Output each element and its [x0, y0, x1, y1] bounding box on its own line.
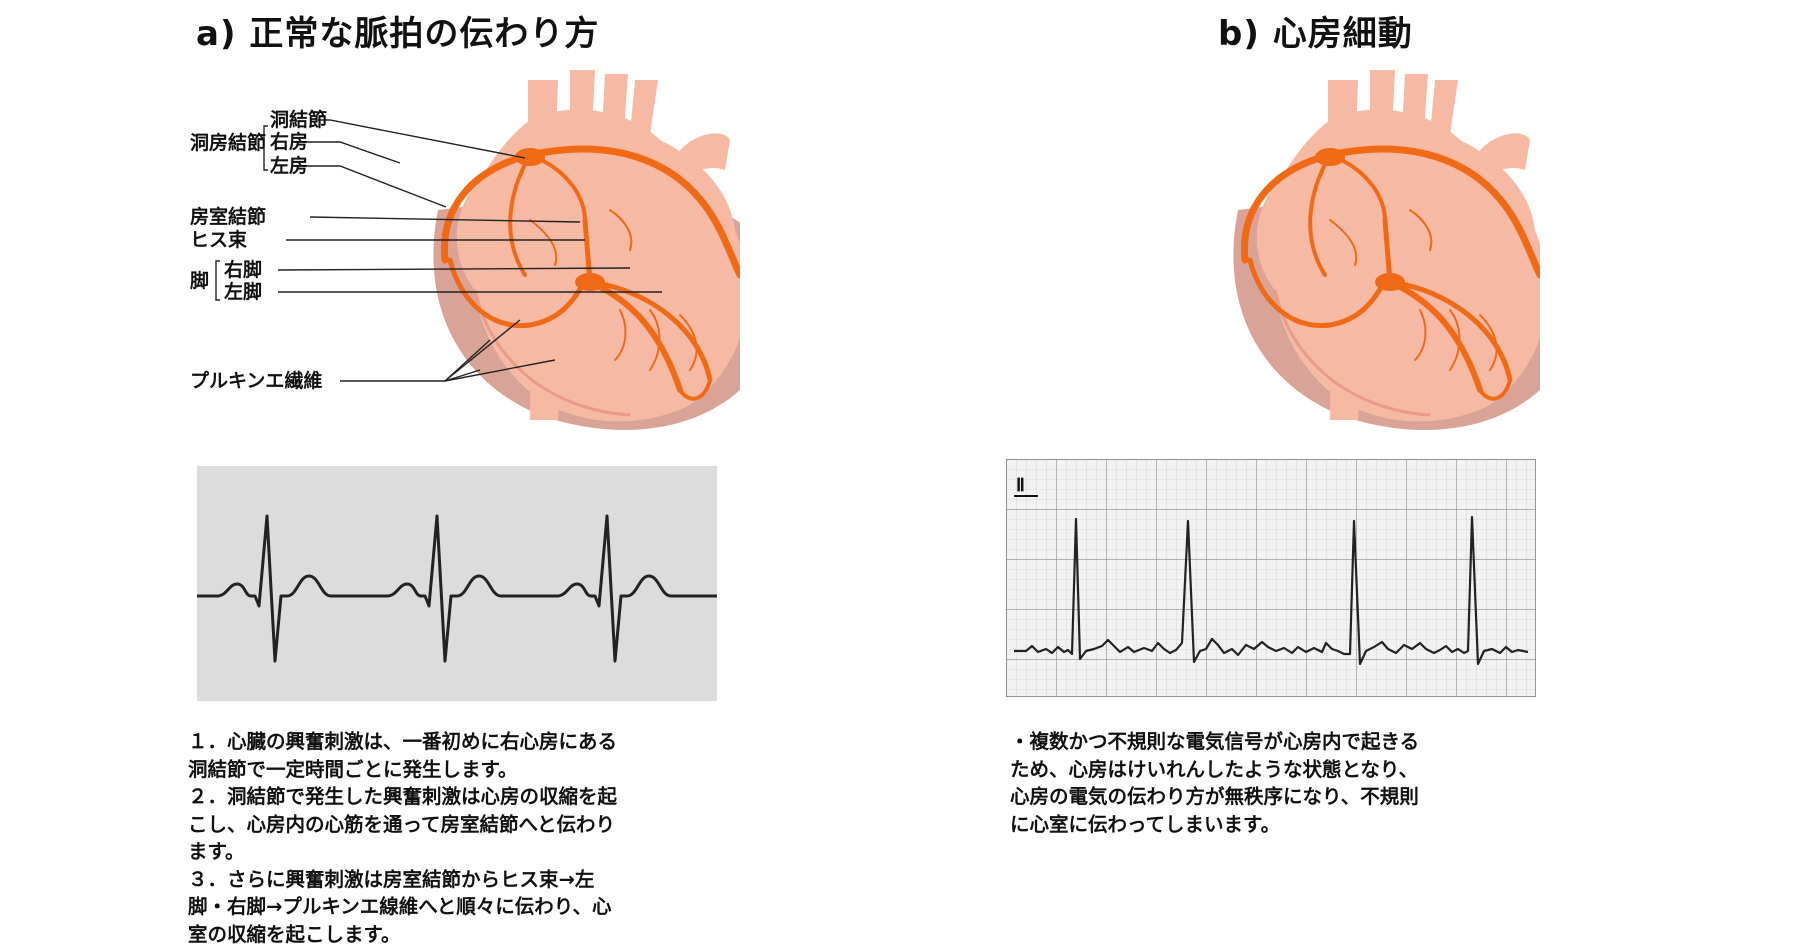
ecg-afib-strip: Ⅱ — [1006, 459, 1536, 697]
note-line: 心房の電気の伝わり方が無秩序になり、不規則 — [1010, 783, 1419, 811]
ecg-normal-strip — [197, 466, 717, 701]
label-his-bundle: ヒス束 — [190, 229, 248, 251]
note-line: 室の収縮を起こします。 — [188, 921, 617, 948]
note-line: ます。 — [188, 838, 617, 866]
note-line: ため、心房はけいれんしたような状態となり、 — [1010, 756, 1419, 784]
label-av-node: 房室結節 — [190, 205, 266, 228]
label-sa-group: 洞房結節 — [190, 131, 266, 154]
label-right-leg: 右脚 — [223, 258, 262, 281]
panel-a-title: a) 正常な脈拍の伝わり方 — [196, 6, 599, 55]
label-leg-group: 脚 — [190, 270, 209, 292]
heart-diagram-normal: 洞結節 右房 左房 洞房結節 房室結節 ヒス束 脚 右脚 左脚 プルキンエ繊維 — [190, 60, 740, 460]
note-line: こし、心房内の心筋を通って房室結節へと伝わり — [188, 811, 617, 839]
label-right-atrium: 右房 — [269, 130, 308, 153]
label-purkinje: プルキンエ繊維 — [190, 369, 322, 392]
note-line: に心室に伝わってしまいます。 — [1010, 811, 1419, 839]
ecg-lead-label: Ⅱ — [1016, 475, 1025, 495]
heart-diagram-afib — [1180, 60, 1540, 440]
note-line: １．心臓の興奮刺激は、一番初めに右心房にある — [188, 728, 617, 756]
panel-b-title: b) 心房細動 — [1218, 6, 1413, 55]
label-left-leg: 左脚 — [224, 280, 262, 303]
note-line: ３．さらに興奮刺激は房室結節からヒス束→左 — [188, 866, 617, 894]
note-line: ・複数かつ不規則な電気信号が心房内で起きる — [1010, 728, 1419, 756]
note-line: ２．洞結節で発生した興奮刺激は心房の収縮を起 — [188, 783, 617, 811]
notes-atrial-fibrillation: ・複数かつ不規則な電気信号が心房内で起きる ため、心房はけいれんしたような状態と… — [1010, 728, 1419, 838]
note-line: 洞結節で一定時間ごとに発生します。 — [188, 756, 617, 784]
note-line: 脚・右脚→プルキンエ線維へと順々に伝わり、心 — [188, 893, 617, 921]
label-left-atrium: 左房 — [270, 154, 308, 177]
label-sa-node: 洞結節 — [270, 108, 327, 131]
notes-normal-conduction: １．心臓の興奮刺激は、一番初めに右心房にある 洞結節で一定時間ごとに発生します。… — [188, 728, 617, 948]
